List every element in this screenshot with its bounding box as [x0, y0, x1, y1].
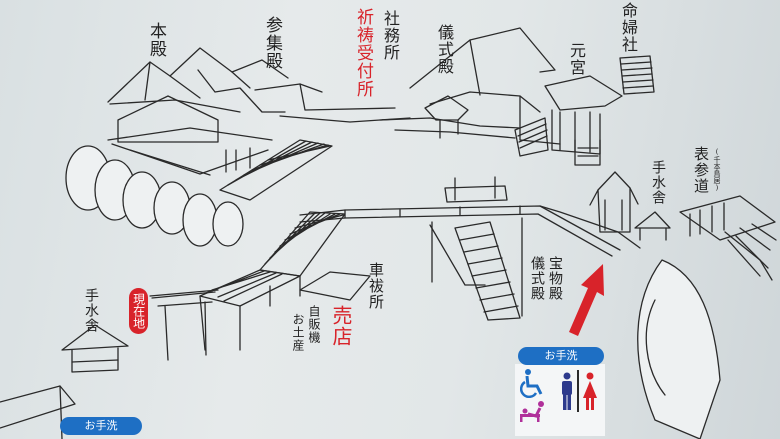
tree-cluster-right [637, 259, 721, 439]
baby-changing-icon [520, 401, 544, 422]
central-staircase [199, 211, 346, 351]
tree-cluster-left [65, 145, 244, 247]
right-staircase [454, 221, 521, 321]
restroom-divider [577, 370, 579, 412]
restroom-label-left: お手洗 [60, 417, 142, 435]
car-purification-shelter [299, 271, 371, 301]
label-gishikiden-bottom: 儀式殿 [529, 256, 545, 301]
small-shrine-tower [589, 171, 639, 233]
label-omotesando: 表参道 [692, 146, 710, 194]
label-temizusha-left: 手水舎 [83, 288, 99, 333]
label-hotmotsuden: 宝物殿 [547, 256, 563, 301]
main-hall-stairs [219, 139, 333, 201]
current-location-badge: 現在地 [129, 288, 148, 334]
label-kurumaharaisho: 車祓所 [367, 262, 385, 310]
label-temizusha-right: 手水舎 [650, 160, 666, 205]
motomiya-building [514, 75, 623, 166]
label-gishikiden-top: 儀式殿 [435, 24, 454, 75]
label-omotesando-sub: (千本鳥居) [713, 148, 721, 192]
male-restroom-icon [562, 372, 572, 410]
label-shamusho: 社務所 [381, 10, 400, 61]
restroom-label-right: お手洗 [518, 347, 604, 365]
female-restroom-icon [583, 372, 597, 410]
main-hall-building [107, 47, 411, 176]
label-myoubusha: 命婦社 [619, 2, 638, 53]
label-honden: 本殿 [146, 22, 166, 58]
ceremony-hall-building [379, 27, 561, 145]
label-kito-uketsuke: 祈祷受付所 [353, 8, 373, 98]
temizusha-right-building [634, 211, 671, 241]
torii-gate [149, 289, 219, 361]
wheelchair-icon [520, 369, 543, 398]
temizusha-left-building [61, 324, 129, 373]
myoubusha-stairs [619, 55, 655, 95]
label-baiten: 売店 [329, 305, 353, 347]
omotesando-torii-row [679, 195, 777, 281]
label-omiyage: お土産 [291, 313, 305, 352]
label-motomiya: 元宮 [567, 42, 586, 76]
direction-arrow-icon [569, 264, 604, 336]
label-sanshuden: 参集殿 [262, 16, 282, 70]
label-jihanki: 自販機 [307, 305, 321, 344]
